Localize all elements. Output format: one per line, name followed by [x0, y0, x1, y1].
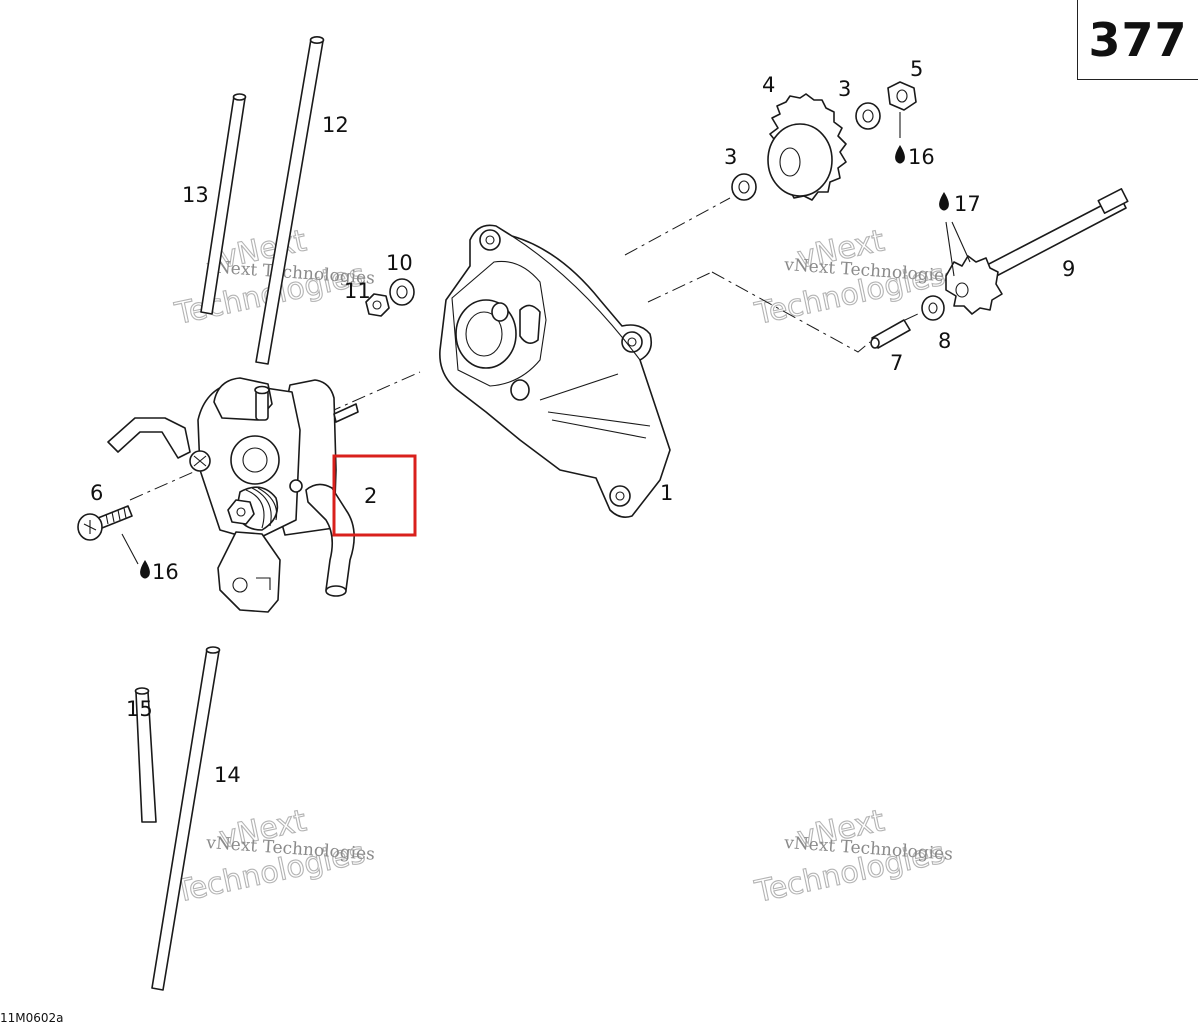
tube-15 — [134, 687, 157, 823]
tube-14 — [151, 646, 221, 991]
oil-drop-icon — [140, 560, 150, 579]
callout-14[interactable]: 14 — [214, 763, 241, 787]
callout-16-screw[interactable]: 16 — [152, 560, 179, 584]
leader-lines — [121, 221, 971, 565]
washer-8 — [921, 295, 945, 321]
callout-13[interactable]: 13 — [182, 183, 209, 207]
highlight-box-part-2[interactable] — [332, 454, 417, 537]
callout-8[interactable]: 8 — [938, 329, 951, 353]
washer-3-lower — [731, 173, 757, 201]
washer-10 — [389, 278, 415, 306]
watermark-bottom-left: vNext Technologies vNext Technologies — [171, 803, 376, 911]
callout-2[interactable]: 2 — [364, 484, 377, 508]
tube-13 — [200, 93, 247, 315]
oil-drop-icon — [939, 192, 949, 211]
callout-15[interactable]: 15 — [126, 697, 153, 721]
callout-17[interactable]: 17 — [954, 192, 981, 216]
callout-4[interactable]: 4 — [762, 73, 775, 97]
nut-5 — [887, 81, 917, 138]
watermark-bottom-right: vNext Technologies vNext Technologies — [751, 803, 954, 911]
oil-pump-assembly — [107, 377, 359, 613]
figure-code: 11M0602a — [0, 1011, 64, 1025]
callout-7[interactable]: 7 — [890, 351, 903, 375]
screw-6 — [77, 505, 133, 541]
callout-12[interactable]: 12 — [322, 113, 349, 137]
callout-9[interactable]: 9 — [1062, 257, 1075, 281]
page-number-box: 377 — [1077, 0, 1198, 80]
page-number: 377 — [1088, 12, 1188, 67]
pin-7 — [870, 319, 911, 349]
callout-10[interactable]: 10 — [386, 251, 413, 275]
tube-12 — [255, 35, 325, 365]
oil-drop-icon — [895, 145, 905, 164]
callout-3-upper[interactable]: 3 — [838, 77, 851, 101]
callout-6[interactable]: 6 — [90, 481, 103, 505]
callout-11[interactable]: 11 — [344, 279, 371, 303]
callout-5[interactable]: 5 — [910, 57, 923, 81]
gear-4 — [767, 93, 847, 201]
watermark-top-right: vNext Technologies vNext Technologies — [751, 223, 954, 333]
pump-cover — [439, 224, 671, 518]
washer-3-upper — [855, 102, 881, 130]
callout-3-lower[interactable]: 3 — [724, 145, 737, 169]
callout-labels: 1 2 3 3 4 5 6 7 8 9 10 11 12 13 14 15 16… — [90, 57, 1075, 787]
callout-16-nut[interactable]: 16 — [908, 145, 935, 169]
shaft-9 — [945, 188, 1129, 315]
nut-11 — [365, 293, 390, 317]
callout-1[interactable]: 1 — [660, 481, 673, 505]
